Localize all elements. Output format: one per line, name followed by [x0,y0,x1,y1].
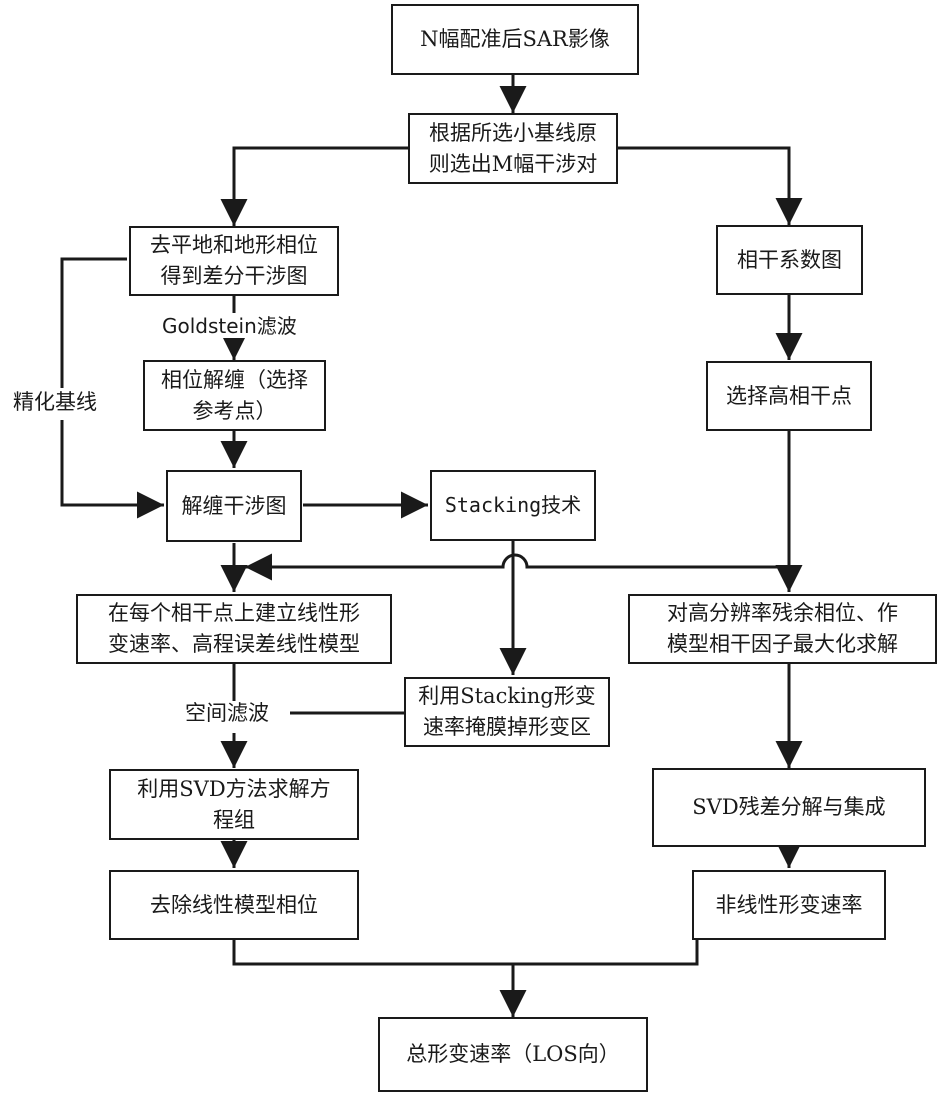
node-stacking: Stacking技术 [430,470,596,541]
node-remove-linear: 去除线性模型相位 [109,870,359,940]
node-svd-solve: 利用SVD方法求解方 程组 [109,769,359,840]
label-goldstein: Goldstein滤波 [162,314,297,338]
node-total: 总形变速率（LOS向） [378,1017,648,1092]
label-refine-baseline: 精化基线 [13,390,97,414]
arrow-points-to-linear-model [245,553,789,581]
node-svd-residual: SVD残差分解与集成 [652,768,926,847]
node-phase-unwrap: 相位解缠（选择 参考点） [143,360,326,431]
node-sar-images: N幅配准后SAR影像 [391,4,639,75]
line-refine-baseline-top [60,257,127,388]
node-remove-phase: 去平地和地形相位 得到差分干涉图 [129,226,339,296]
node-coherence-map: 相干系数图 [716,225,863,295]
node-select-points: 选择高相干点 [706,361,872,431]
label-spatial-filter: 空间滤波 [185,701,269,725]
node-maximize: 对高分辨率残余相位、作 模型相干因子最大化求解 [628,594,937,664]
arrow-refine-baseline-bottom [60,420,164,519]
node-nonlinear: 非线性形变速率 [692,870,886,940]
arrow-pairs-to-remove-phase [220,146,408,226]
arrow-pairs-to-coherence [617,146,803,225]
node-unwrapped: 解缠干涉图 [166,470,302,542]
node-select-pairs: 根据所选小基线原 则选出M幅干涉对 [408,113,618,184]
node-linear-model: 在每个相干点上建立线性形 变速率、高程误差线性模型 [76,594,392,664]
node-mask: 利用Stacking形变 速率掩膜掉形变区 [404,677,610,747]
line-merge [232,935,699,966]
